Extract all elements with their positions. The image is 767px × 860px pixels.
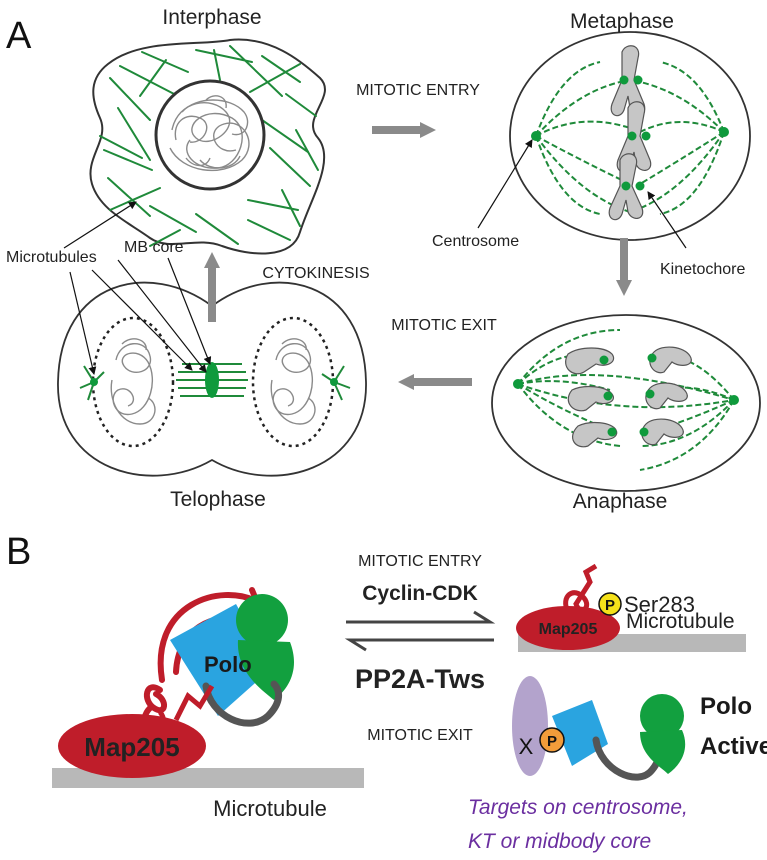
anaphase-spindle <box>517 329 735 471</box>
map205-polo-complex: Polo Map205 <box>52 587 364 788</box>
microtubules-pointer-midbody <box>91 269 193 371</box>
panel-a-letter: A <box>6 15 32 57</box>
phospho-ser283-badge <box>598 592 622 616</box>
cytokinesis-label: CYTOKINESIS <box>262 265 369 282</box>
kinetochore-label: Kinetochore <box>660 261 745 278</box>
interphase-label: Interphase <box>162 6 261 29</box>
mb-core-pointer-1 <box>117 259 207 373</box>
telophase-chromatin <box>110 338 316 425</box>
microtubules-pointer-interphase <box>63 201 137 249</box>
equilibrium-arrows <box>344 610 496 652</box>
map205-right <box>516 606 620 650</box>
mitotic-entry-label-b: MITOTIC ENTRY <box>358 553 482 570</box>
centrosome-label: Centrosome <box>432 233 519 250</box>
map205-label-right: Map205 <box>539 621 598 638</box>
map205-label-left: Map205 <box>84 732 179 762</box>
mitotic-entry-label-a: MITOTIC ENTRY <box>356 82 480 99</box>
phospho-label-yellow: P <box>605 597 615 614</box>
panel-b-letter: B <box>6 531 31 573</box>
kinetochore-pointer <box>647 191 687 249</box>
phospho-badge-orange <box>539 727 565 753</box>
target-x <box>512 676 548 776</box>
microtubules-pointer-aster <box>69 271 97 375</box>
pp2a-tws-label: PP2A-Tws <box>355 664 485 694</box>
targets-line2: KT or midbody core <box>468 830 651 853</box>
metaphase-kinetochores <box>531 75 729 191</box>
centrosome-pointer <box>477 139 533 229</box>
metaphase-label: Metaphase <box>570 10 674 33</box>
map205-left <box>58 714 206 778</box>
anaphase-cell <box>491 314 761 492</box>
polo-box-blue-right <box>552 700 608 766</box>
polo-active-line1: Polo <box>700 693 752 720</box>
phospho-map205: Map205 P Ser283 <box>516 563 746 652</box>
anaphase-chromosomes <box>565 346 692 448</box>
midbody-core <box>205 362 219 398</box>
anaphase-kinetochores <box>513 353 739 437</box>
polo-label-left: Polo <box>204 652 252 677</box>
interphase-cell <box>89 38 326 255</box>
x-label: X <box>519 734 534 759</box>
interphase-chromatin <box>169 95 250 172</box>
mitotic-exit-label-a: MITOTIC EXIT <box>391 317 497 334</box>
interphase-microtubules <box>99 45 319 247</box>
cyclin-cdk-label: Cyclin-CDK <box>362 582 478 605</box>
mb-core-label: MB core <box>124 239 184 256</box>
telophase-label: Telophase <box>170 488 266 511</box>
ser283-label: Ser283 <box>624 592 695 617</box>
mb-core-pointer-2 <box>167 257 212 365</box>
active-polo-complex: X P Polo Active <box>512 676 767 781</box>
targets-line1: Targets on centrosome, <box>468 796 688 819</box>
microtubule-label-left: Microtubule <box>213 796 327 821</box>
polo-active-line2: Active <box>700 733 767 760</box>
microtubules-label: Microtubules <box>6 249 97 266</box>
mitotic-exit-label-b: MITOTIC EXIT <box>367 727 473 744</box>
telophase-cell <box>57 281 367 477</box>
metaphase-cell <box>509 31 751 241</box>
anaphase-label: Anaphase <box>573 490 668 513</box>
microtubule-label-right: Microtubule <box>626 610 735 633</box>
phospho-label-orange: P <box>547 733 557 750</box>
